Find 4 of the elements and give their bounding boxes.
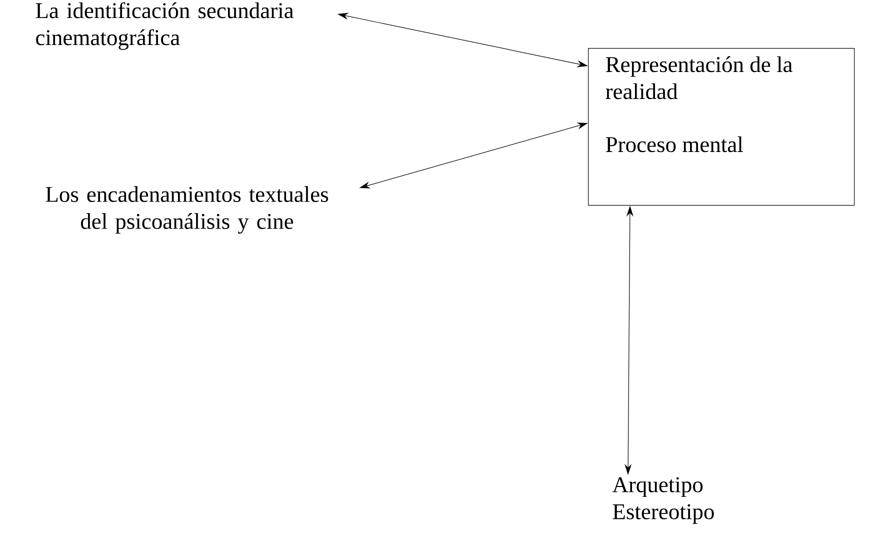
text-label: Los encadenamientos textuales del psicoanálisis y cine [46, 186, 328, 234]
text-box: Representación de la realidad Proceso mental [588, 48, 855, 206]
text-label: La identificación secundaria cinematográfica [36, 2, 294, 50]
text-label: Arquetipo Estereotipo [612, 477, 714, 524]
